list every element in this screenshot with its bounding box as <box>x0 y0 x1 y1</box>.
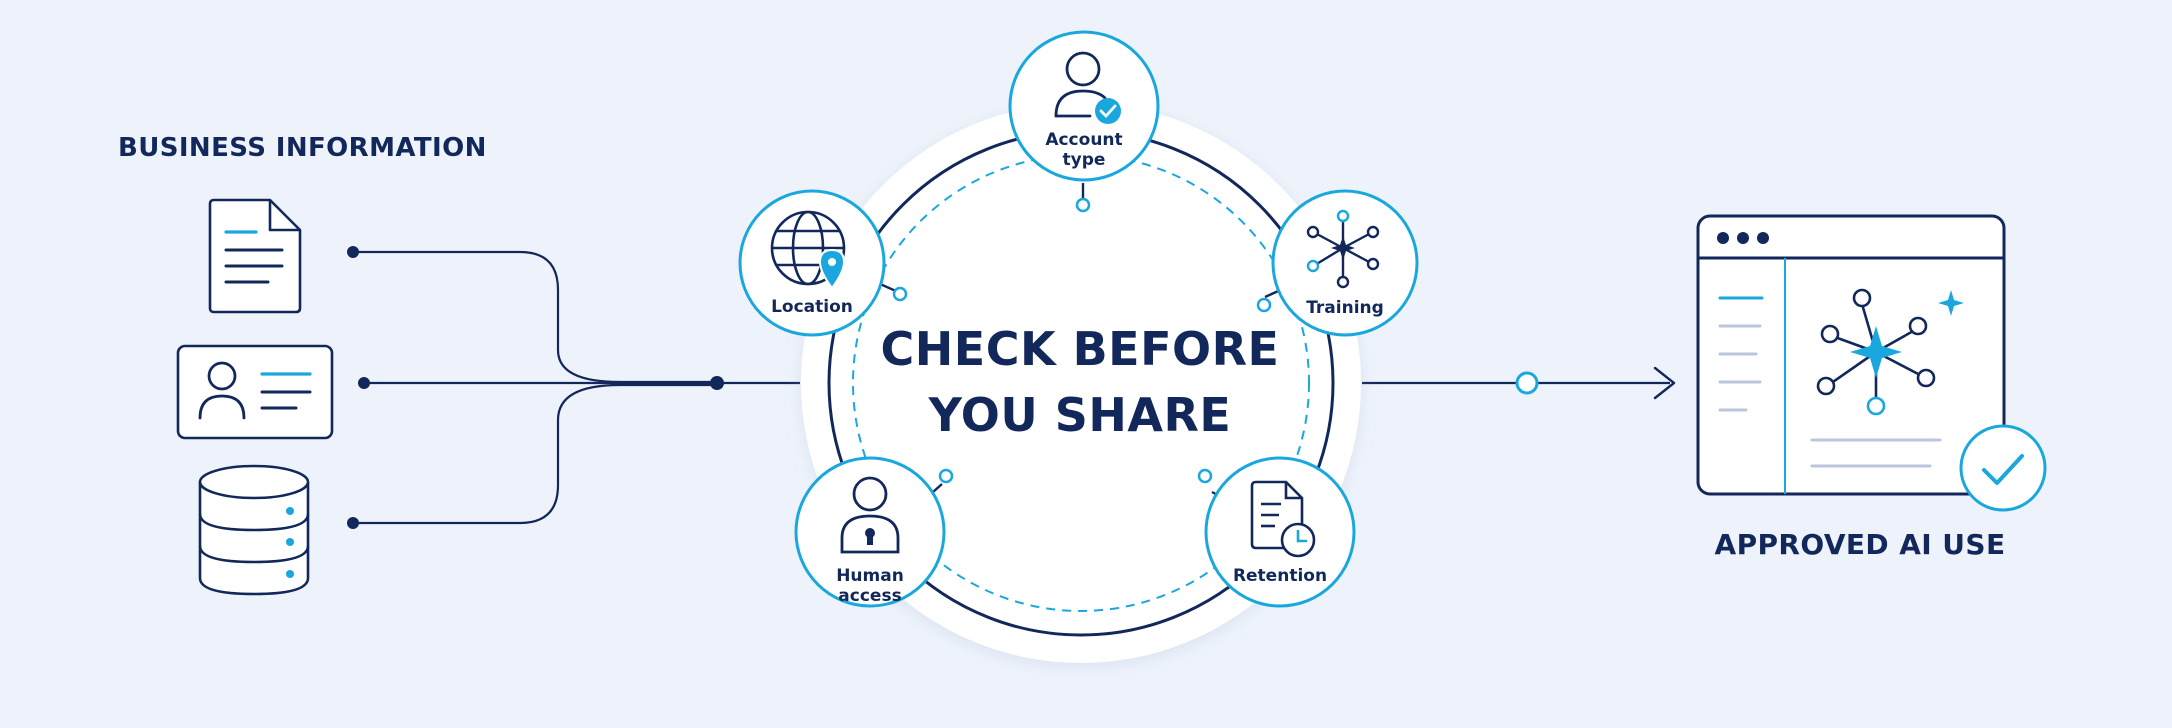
node-label-retention-line-1: Retention <box>1232 566 1328 586</box>
node-label-account-type-line-2: type <box>1062 150 1106 170</box>
document-clock-icon <box>1250 480 1316 558</box>
approved-ai-use-heading: APPROVED AI USE <box>1714 528 2006 561</box>
ai-network-icon <box>1816 288 1964 416</box>
document-icon <box>208 198 302 314</box>
network-icon <box>1306 209 1380 289</box>
check-circle-icon <box>1959 424 2047 512</box>
output-arrowhead <box>1653 366 1676 400</box>
connector-merge-dot <box>710 376 724 390</box>
connector-dot-document <box>347 246 359 258</box>
globe-pin-icon <box>770 210 846 290</box>
browser-window-icon <box>1696 214 2006 496</box>
node-training <box>1271 189 1419 337</box>
connector-dot-id-card <box>358 377 370 389</box>
center-title-line-1: CHECK BEFORE <box>880 322 1280 376</box>
node-label-account-type-line-1: Account <box>1045 130 1123 150</box>
node-label-account-type: Account type <box>1024 130 1144 170</box>
connector-dot-database <box>347 517 359 529</box>
node-label-retention: Retention <box>1220 566 1340 586</box>
node-label-human-access: Human access <box>810 566 930 606</box>
node-location <box>738 189 886 337</box>
connector-database <box>353 383 715 525</box>
business-information-heading: BUSINESS INFORMATION <box>118 133 487 163</box>
user-lock-icon <box>840 476 900 554</box>
center-title-line-2: YOU SHARE <box>928 388 1232 442</box>
node-label-training-line-1: Training <box>1306 298 1384 318</box>
user-check-icon <box>1054 51 1121 124</box>
node-label-location-line-1: Location <box>771 297 853 317</box>
node-label-human-access-line-1: Human <box>836 566 904 586</box>
node-retention <box>1204 456 1356 608</box>
node-label-training: Training <box>1285 298 1405 318</box>
output-connector-node <box>1515 371 1539 395</box>
node-label-human-access-line-2: access <box>838 586 902 606</box>
id-card-icon <box>176 344 334 440</box>
node-human-access <box>794 456 946 608</box>
connector-document <box>353 250 715 384</box>
node-account-type <box>1008 30 1160 182</box>
input-connectors <box>353 250 800 525</box>
center-title: CHECK BEFORE YOU SHARE <box>880 316 1280 448</box>
database-icon <box>198 464 310 596</box>
node-label-location: Location <box>752 297 872 317</box>
